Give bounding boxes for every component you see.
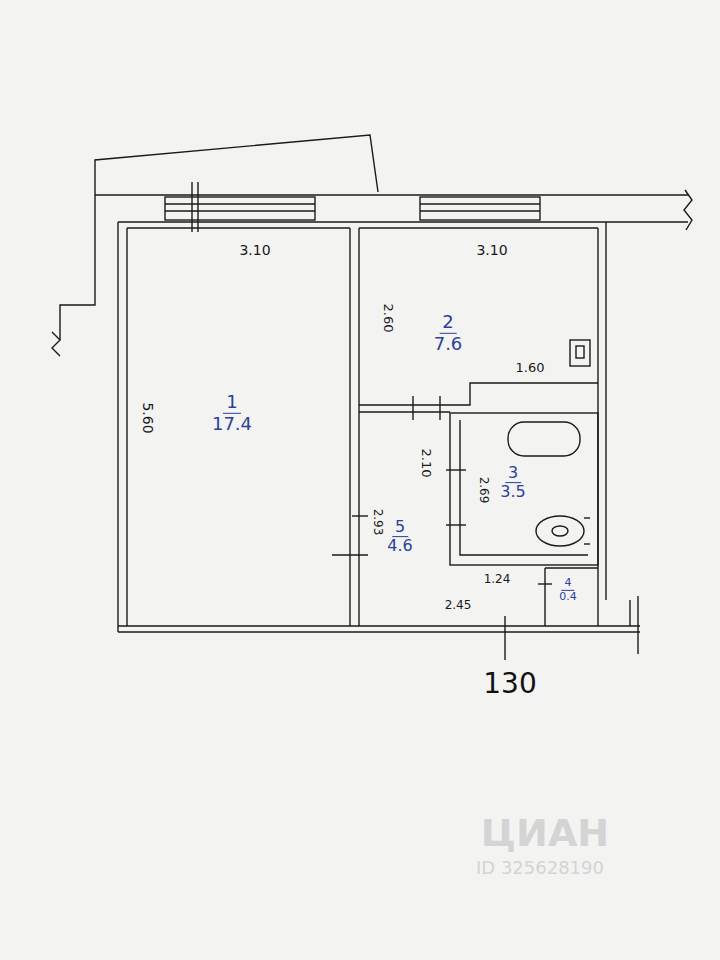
room-number: 5: [392, 518, 408, 537]
room-area: 17.4: [209, 414, 255, 435]
room-number: 4: [562, 577, 575, 591]
room-fraction: 27.6: [431, 312, 466, 354]
dimension: 2.69: [478, 477, 490, 504]
dimension: 3.10: [239, 243, 270, 257]
dimension: 1.24: [484, 573, 511, 585]
room-fraction: 54.6: [384, 518, 415, 556]
dimension: 5.60: [141, 402, 155, 433]
room-number: 1: [223, 392, 240, 414]
watermark: ЦИАН: [481, 814, 609, 852]
room-area: 7.6: [431, 334, 466, 355]
house-number: 130: [483, 670, 536, 698]
room-fraction: 40.4: [556, 577, 580, 603]
room: 40.4: [545, 568, 598, 626]
room: 117.4: [127, 228, 350, 626]
room-area: 0.4: [556, 591, 580, 604]
room-number: 3: [505, 464, 521, 483]
dimension: 2.45: [445, 599, 472, 611]
room-fraction: 117.4: [209, 392, 255, 434]
dimension: 2.93: [372, 509, 384, 536]
room-number: 2: [439, 312, 456, 334]
watermark: ID 325628190: [476, 859, 604, 877]
room-area: 4.6: [384, 538, 415, 556]
room-fraction: 33.5: [497, 464, 528, 502]
room-area: 3.5: [497, 484, 528, 502]
dimension: 1.60: [516, 361, 545, 374]
dimension: 2.10: [420, 449, 433, 478]
dimension: 3.10: [476, 243, 507, 257]
dimension: 2.60: [382, 304, 395, 333]
